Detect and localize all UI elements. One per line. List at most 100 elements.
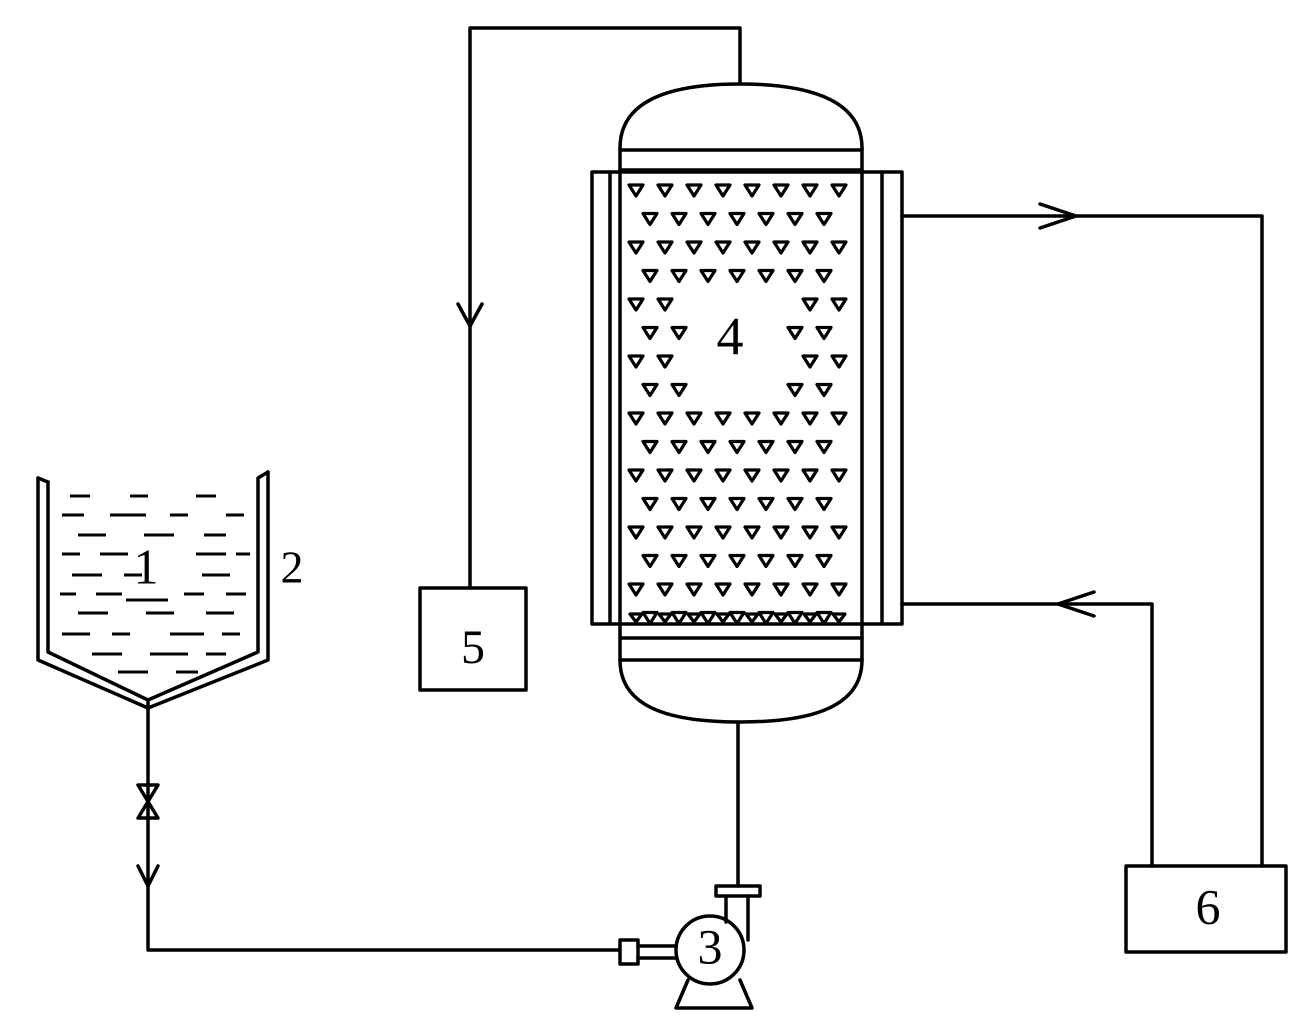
packing-particle bbox=[786, 439, 804, 455]
packing-particle bbox=[830, 297, 848, 312]
packing-particle bbox=[772, 525, 790, 540]
packing-particle bbox=[641, 268, 659, 284]
packing-particle bbox=[714, 411, 732, 426]
packing-particle bbox=[802, 612, 818, 624]
packing-bottom-plate bbox=[618, 636, 864, 662]
packing-particle bbox=[801, 468, 819, 483]
packing-particle bbox=[656, 468, 674, 483]
packing-particle bbox=[744, 612, 760, 624]
packing-particle bbox=[728, 496, 746, 512]
packing-particle bbox=[757, 268, 775, 284]
packing-particle bbox=[627, 240, 645, 255]
packing-particle bbox=[670, 382, 688, 398]
flow-arrow-icon bbox=[1038, 202, 1078, 230]
packing-particle bbox=[699, 496, 717, 512]
packing-particle bbox=[786, 382, 804, 398]
packing-particle bbox=[641, 382, 659, 398]
valve-icon bbox=[136, 783, 160, 820]
packing-top-plate bbox=[618, 148, 864, 172]
tank-outlet-pipe bbox=[146, 700, 622, 952]
pump bbox=[618, 884, 762, 1010]
packing-particle bbox=[772, 240, 790, 255]
packing-particle bbox=[728, 610, 746, 626]
unit-5-box bbox=[418, 586, 528, 692]
label-feed-tank: 1 bbox=[134, 538, 159, 594]
pump-casing bbox=[674, 914, 746, 986]
packing-particle bbox=[728, 211, 746, 227]
packing-particle bbox=[699, 439, 717, 455]
packing-particle bbox=[801, 525, 819, 540]
packing-particle bbox=[714, 240, 732, 255]
packing-particle bbox=[714, 525, 732, 540]
reactor-bottom-head bbox=[618, 658, 864, 724]
packing-particle bbox=[743, 525, 761, 540]
packing-particle bbox=[743, 183, 761, 198]
packing-particle bbox=[786, 268, 804, 284]
packing-particle bbox=[670, 439, 688, 455]
packing-particle bbox=[670, 553, 688, 569]
packing-particle bbox=[772, 411, 790, 426]
tank-inner-wall bbox=[46, 470, 270, 702]
packing-particle bbox=[685, 582, 703, 597]
packing-particle bbox=[641, 553, 659, 569]
packing-particle bbox=[743, 240, 761, 255]
packing-particle bbox=[656, 525, 674, 540]
packing-particle bbox=[641, 610, 659, 626]
packing-particle bbox=[786, 211, 804, 227]
packing-particle bbox=[627, 297, 645, 312]
unit-6-box bbox=[1124, 864, 1288, 954]
packing-particle bbox=[670, 325, 688, 341]
packing-particle bbox=[627, 354, 645, 369]
packing-particle bbox=[815, 325, 833, 341]
packing-particle bbox=[743, 582, 761, 597]
packing-particle bbox=[699, 610, 717, 626]
packing-particle bbox=[815, 610, 833, 626]
flow-arrow-icon bbox=[456, 302, 484, 328]
packing-particle bbox=[830, 411, 848, 426]
reactor-vent-pipe bbox=[468, 26, 742, 590]
packing-particle bbox=[728, 439, 746, 455]
packing-particle bbox=[757, 211, 775, 227]
packing-particle bbox=[670, 211, 688, 227]
packing-particle bbox=[801, 411, 819, 426]
reactor-jacket bbox=[590, 170, 904, 626]
packing-particle bbox=[685, 183, 703, 198]
packing-particle bbox=[801, 297, 819, 312]
packing-particle bbox=[670, 268, 688, 284]
packing-particle bbox=[801, 240, 819, 255]
packing-particle bbox=[685, 525, 703, 540]
packing-particle bbox=[685, 468, 703, 483]
flow-arrow-icon bbox=[1056, 590, 1096, 618]
packing-particle bbox=[714, 468, 732, 483]
pump-inlet-pipe bbox=[636, 944, 678, 960]
pump-discharge-pipe bbox=[724, 894, 750, 942]
feed-tank bbox=[36, 470, 270, 710]
packing-particle bbox=[830, 582, 848, 597]
packing-particle bbox=[830, 525, 848, 540]
packing-particle bbox=[772, 582, 790, 597]
packing-particle bbox=[830, 240, 848, 255]
packing-particle bbox=[743, 411, 761, 426]
packing-particle bbox=[728, 268, 746, 284]
packing-particle bbox=[656, 183, 674, 198]
packing-particle bbox=[757, 439, 775, 455]
packing-particle bbox=[801, 183, 819, 198]
flow-arrow-icon bbox=[136, 864, 160, 888]
packing-particle bbox=[656, 411, 674, 426]
packing-particle bbox=[815, 439, 833, 455]
pump-inlet-flange bbox=[618, 938, 640, 966]
packing-particle bbox=[815, 268, 833, 284]
packing-particle bbox=[641, 496, 659, 512]
packing-particle bbox=[699, 553, 717, 569]
packing-particle bbox=[830, 468, 848, 483]
packing-particle bbox=[786, 325, 804, 341]
packing-particle bbox=[670, 496, 688, 512]
jacket-outlet-pipe bbox=[900, 214, 1264, 868]
packing-particle bbox=[641, 439, 659, 455]
packing-particle bbox=[786, 610, 804, 626]
packing-particle bbox=[656, 240, 674, 255]
packing-particle bbox=[715, 612, 731, 624]
reactor-top-head bbox=[618, 82, 864, 150]
packing-particles bbox=[627, 183, 848, 626]
